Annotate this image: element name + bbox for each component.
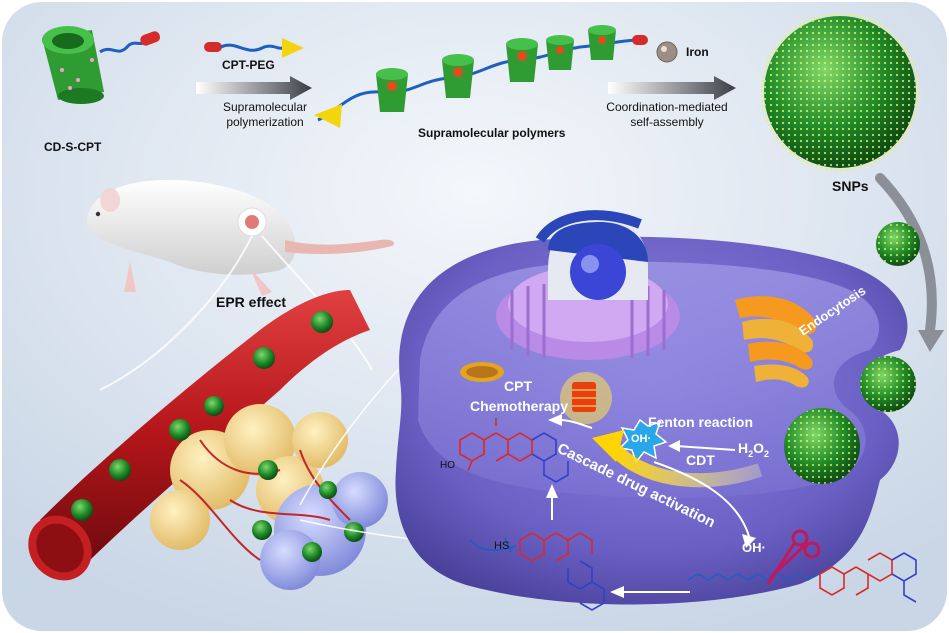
- label-coordination-l1: Coordination-mediated: [606, 100, 728, 114]
- mitochondrion: [460, 362, 504, 382]
- cascade-arc-arrow: [606, 441, 763, 488]
- label-oh-radical-2: OH·: [742, 540, 766, 555]
- label-ho: HO: [440, 460, 455, 471]
- blood-vessel: [28, 290, 370, 581]
- iron-sphere: [656, 41, 678, 63]
- prodrug-structure: [687, 552, 917, 603]
- label-h2o2-h: H: [738, 440, 749, 456]
- label-cdt: CDT: [686, 452, 715, 468]
- supramolecular-polymer-chain: [314, 25, 648, 128]
- label-h2o2-o: O: [753, 440, 765, 456]
- label-cd-s-cpt: CD-S-CPT: [44, 140, 102, 154]
- scissors-icon: [766, 529, 821, 585]
- label-epr-effect: EPR effect: [216, 294, 287, 310]
- oh-burst-icon: [618, 418, 668, 464]
- label-supramolecular-polymers: Supramolecular polymers: [418, 126, 566, 140]
- label-cpt: CPT: [504, 378, 532, 394]
- cpt-structure-upper: [459, 418, 569, 483]
- arrow-snp-to-cell: [875, 173, 937, 335]
- label-h2o2: H2O2: [738, 440, 769, 459]
- label-supramolecular-l2: polymerization: [226, 115, 304, 129]
- label-h2o2-sub2: 2: [764, 448, 770, 459]
- label-fenton-reaction: Fenton reaction: [648, 414, 754, 430]
- cpt-peg-icon: [204, 38, 304, 58]
- nucleus: [496, 210, 680, 360]
- label-chemotherapy: Chemotherapy: [470, 398, 569, 414]
- label-snps: SNPs: [832, 178, 869, 194]
- nanoparticles-circulating: [71, 311, 364, 562]
- label-coordination-l2: self-assembly: [630, 115, 704, 129]
- cpt-release-icon: [560, 372, 612, 424]
- label-h2o2-sub1: 2: [748, 448, 754, 459]
- cd-s-cpt-icon: [42, 26, 161, 104]
- tumor-mass: [150, 404, 388, 590]
- cpt-structure-lower: [519, 532, 605, 611]
- arrow-coordination-assembly: [608, 76, 736, 100]
- label-supramolecular-l1: Supramolecular: [222, 100, 308, 114]
- arrow-supramolecular-polymerization: [196, 76, 312, 100]
- label-oh-radical: OH·: [631, 433, 652, 445]
- snp-large-sphere: [761, 13, 919, 171]
- label-cpt-peg: CPT-PEG: [222, 58, 275, 72]
- label-hs: HS: [494, 540, 510, 552]
- snp-endocytosis: [784, 222, 920, 484]
- label-iron: Iron: [686, 45, 709, 59]
- golgi-apparatus: [735, 296, 817, 388]
